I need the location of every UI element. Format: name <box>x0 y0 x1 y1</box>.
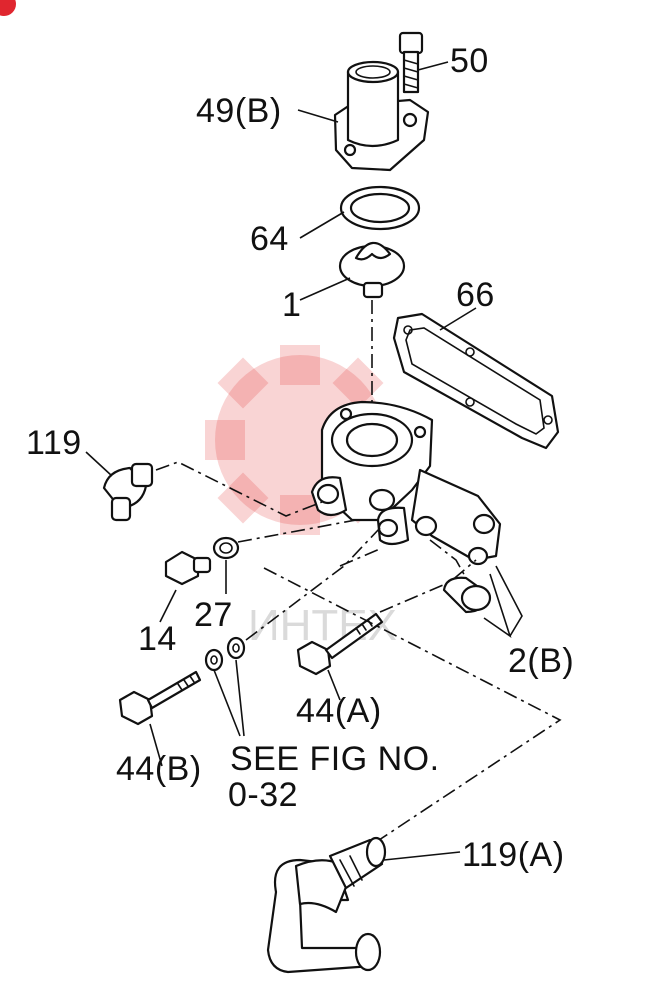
label-50: 50 <box>450 42 489 80</box>
label-1: 1 <box>282 286 301 324</box>
label-14: 14 <box>138 620 177 658</box>
part-50-bolt <box>398 31 424 94</box>
note-see-fig: SEE FIG NO. <box>230 740 440 778</box>
label-2b: 2(B) <box>508 642 574 680</box>
label-119a: 119(A) <box>462 836 565 874</box>
label-49b: 49(B) <box>196 92 282 130</box>
label-44a: 44(A) <box>296 692 382 730</box>
part-49b-housing <box>333 60 430 172</box>
part-66-cover-gasket <box>392 312 560 450</box>
part-1-thermostat <box>338 241 406 299</box>
outlet-body <box>310 400 502 566</box>
part-119-fitting <box>102 462 154 522</box>
corner-badge <box>0 0 16 16</box>
part-44b-bolt <box>118 670 202 726</box>
part-2b-plug <box>442 576 492 614</box>
part-14-plug <box>164 550 212 586</box>
small-washers <box>204 636 246 672</box>
label-119: 119 <box>26 424 82 462</box>
label-27: 27 <box>194 596 233 634</box>
part-64-gasket <box>339 185 421 231</box>
note-fig-number: 0-32 <box>228 776 298 814</box>
part-119a-hose-elbow <box>266 836 387 974</box>
label-44b: 44(B) <box>116 750 202 788</box>
part-27-washer <box>212 536 240 560</box>
label-66: 66 <box>456 276 495 314</box>
part-44a-bolt <box>296 612 384 676</box>
label-64: 64 <box>250 220 289 258</box>
